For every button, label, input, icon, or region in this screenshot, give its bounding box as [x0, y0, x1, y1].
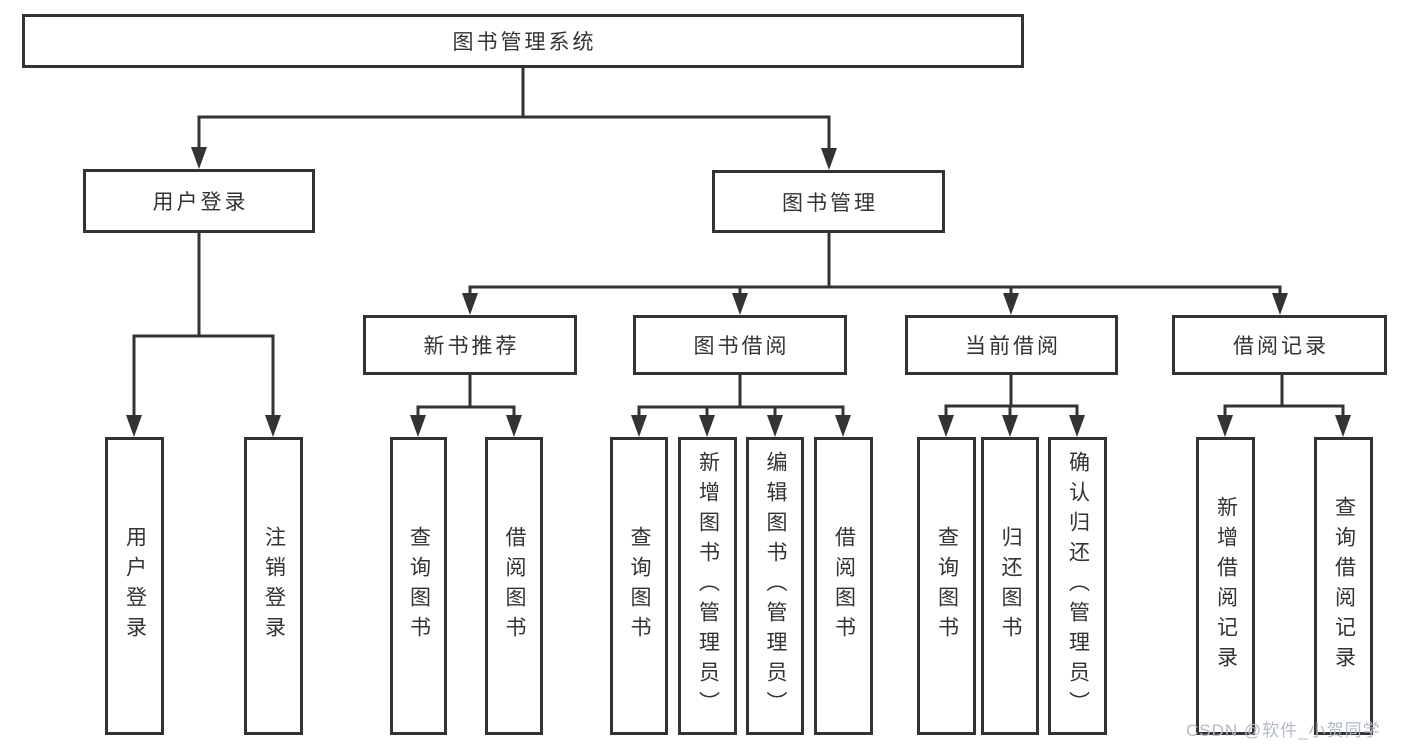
node-book-borrow: 图书借阅	[633, 315, 847, 375]
node-leaf-borrow-book-rec: 借阅图书	[485, 437, 543, 735]
node-user-login: 用户登录	[83, 169, 315, 233]
node-leaf-query-book-current: 查询图书	[917, 437, 976, 735]
node-borrow-records: 借阅记录	[1172, 315, 1387, 375]
node-leaf-return-book: 归还图书	[981, 437, 1039, 735]
node-leaf-query-book-borrow: 查询图书	[610, 437, 668, 735]
node-leaf-add-book-admin: 新增图书（管理员）	[678, 437, 737, 735]
node-new-book-rec: 新书推荐	[363, 315, 577, 375]
node-current-borrow: 当前借阅	[905, 315, 1118, 375]
node-leaf-query-borrow-record: 查询借阅记录	[1314, 437, 1373, 735]
node-leaf-logout: 注销登录	[244, 437, 303, 735]
node-book-mgmt: 图书管理	[712, 170, 945, 233]
node-leaf-query-book-rec: 查询图书	[390, 437, 447, 735]
node-leaf-borrow-book: 借阅图书	[814, 437, 873, 735]
node-leaf-user-login: 用户登录	[105, 437, 164, 735]
node-leaf-edit-book-admin: 编辑图书（管理员）	[746, 437, 804, 735]
node-root: 图书管理系统	[22, 14, 1024, 68]
node-leaf-confirm-return-admin: 确认归还（管理员）	[1048, 437, 1107, 735]
node-leaf-add-borrow-record: 新增借阅记录	[1196, 437, 1255, 735]
csdn-watermark: CSDN @软件_小贺同学	[1186, 721, 1381, 740]
